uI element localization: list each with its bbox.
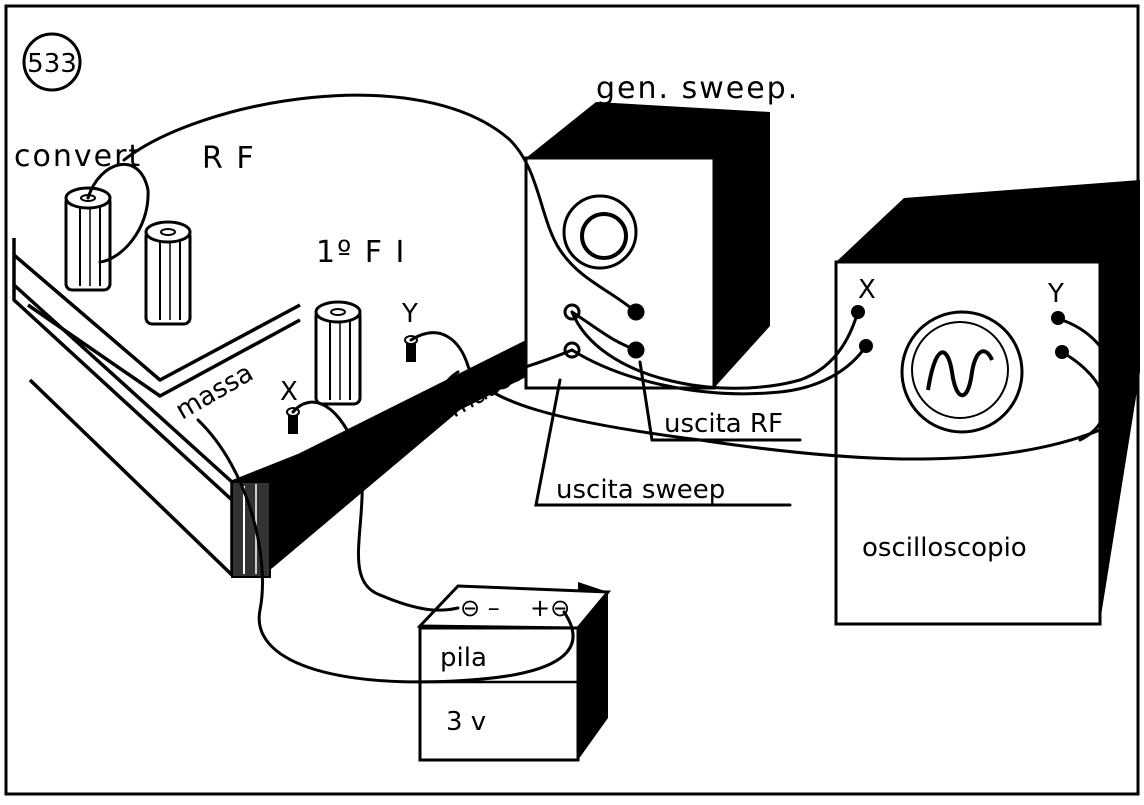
- can-rf: [146, 222, 190, 324]
- label-x-chassis: X: [280, 377, 298, 407]
- label-oscilloscopio: oscilloscopio: [862, 533, 1027, 563]
- chassis-corner: [232, 482, 270, 577]
- sweep-generator: [526, 102, 770, 388]
- label-x-scope: X: [858, 275, 876, 305]
- can-convert: [66, 188, 110, 290]
- label-pila: pila: [440, 643, 487, 673]
- label-uscita-sweep: uscita sweep: [556, 475, 725, 505]
- can-1st-if: [316, 302, 360, 404]
- label-neg-terminal: ⊖ –: [460, 594, 500, 622]
- sweep-generator-front: [526, 158, 714, 388]
- label-convert: convert: [14, 139, 142, 174]
- label-gen-sweep: gen. sweep.: [596, 71, 799, 106]
- label-y-scope: Y: [1047, 279, 1064, 309]
- label-figure-number: 533: [27, 49, 77, 79]
- label-y-chassis: Y: [401, 299, 418, 329]
- label-1st-if: 1º F I: [316, 235, 406, 270]
- scope-y-jack-top: [1051, 311, 1065, 325]
- label-voltage: 3 v: [446, 707, 486, 737]
- label-rf: R F: [202, 141, 256, 176]
- label-pos-terminal: +⊖: [530, 594, 570, 622]
- label-uscita-rf: uscita RF: [664, 409, 783, 439]
